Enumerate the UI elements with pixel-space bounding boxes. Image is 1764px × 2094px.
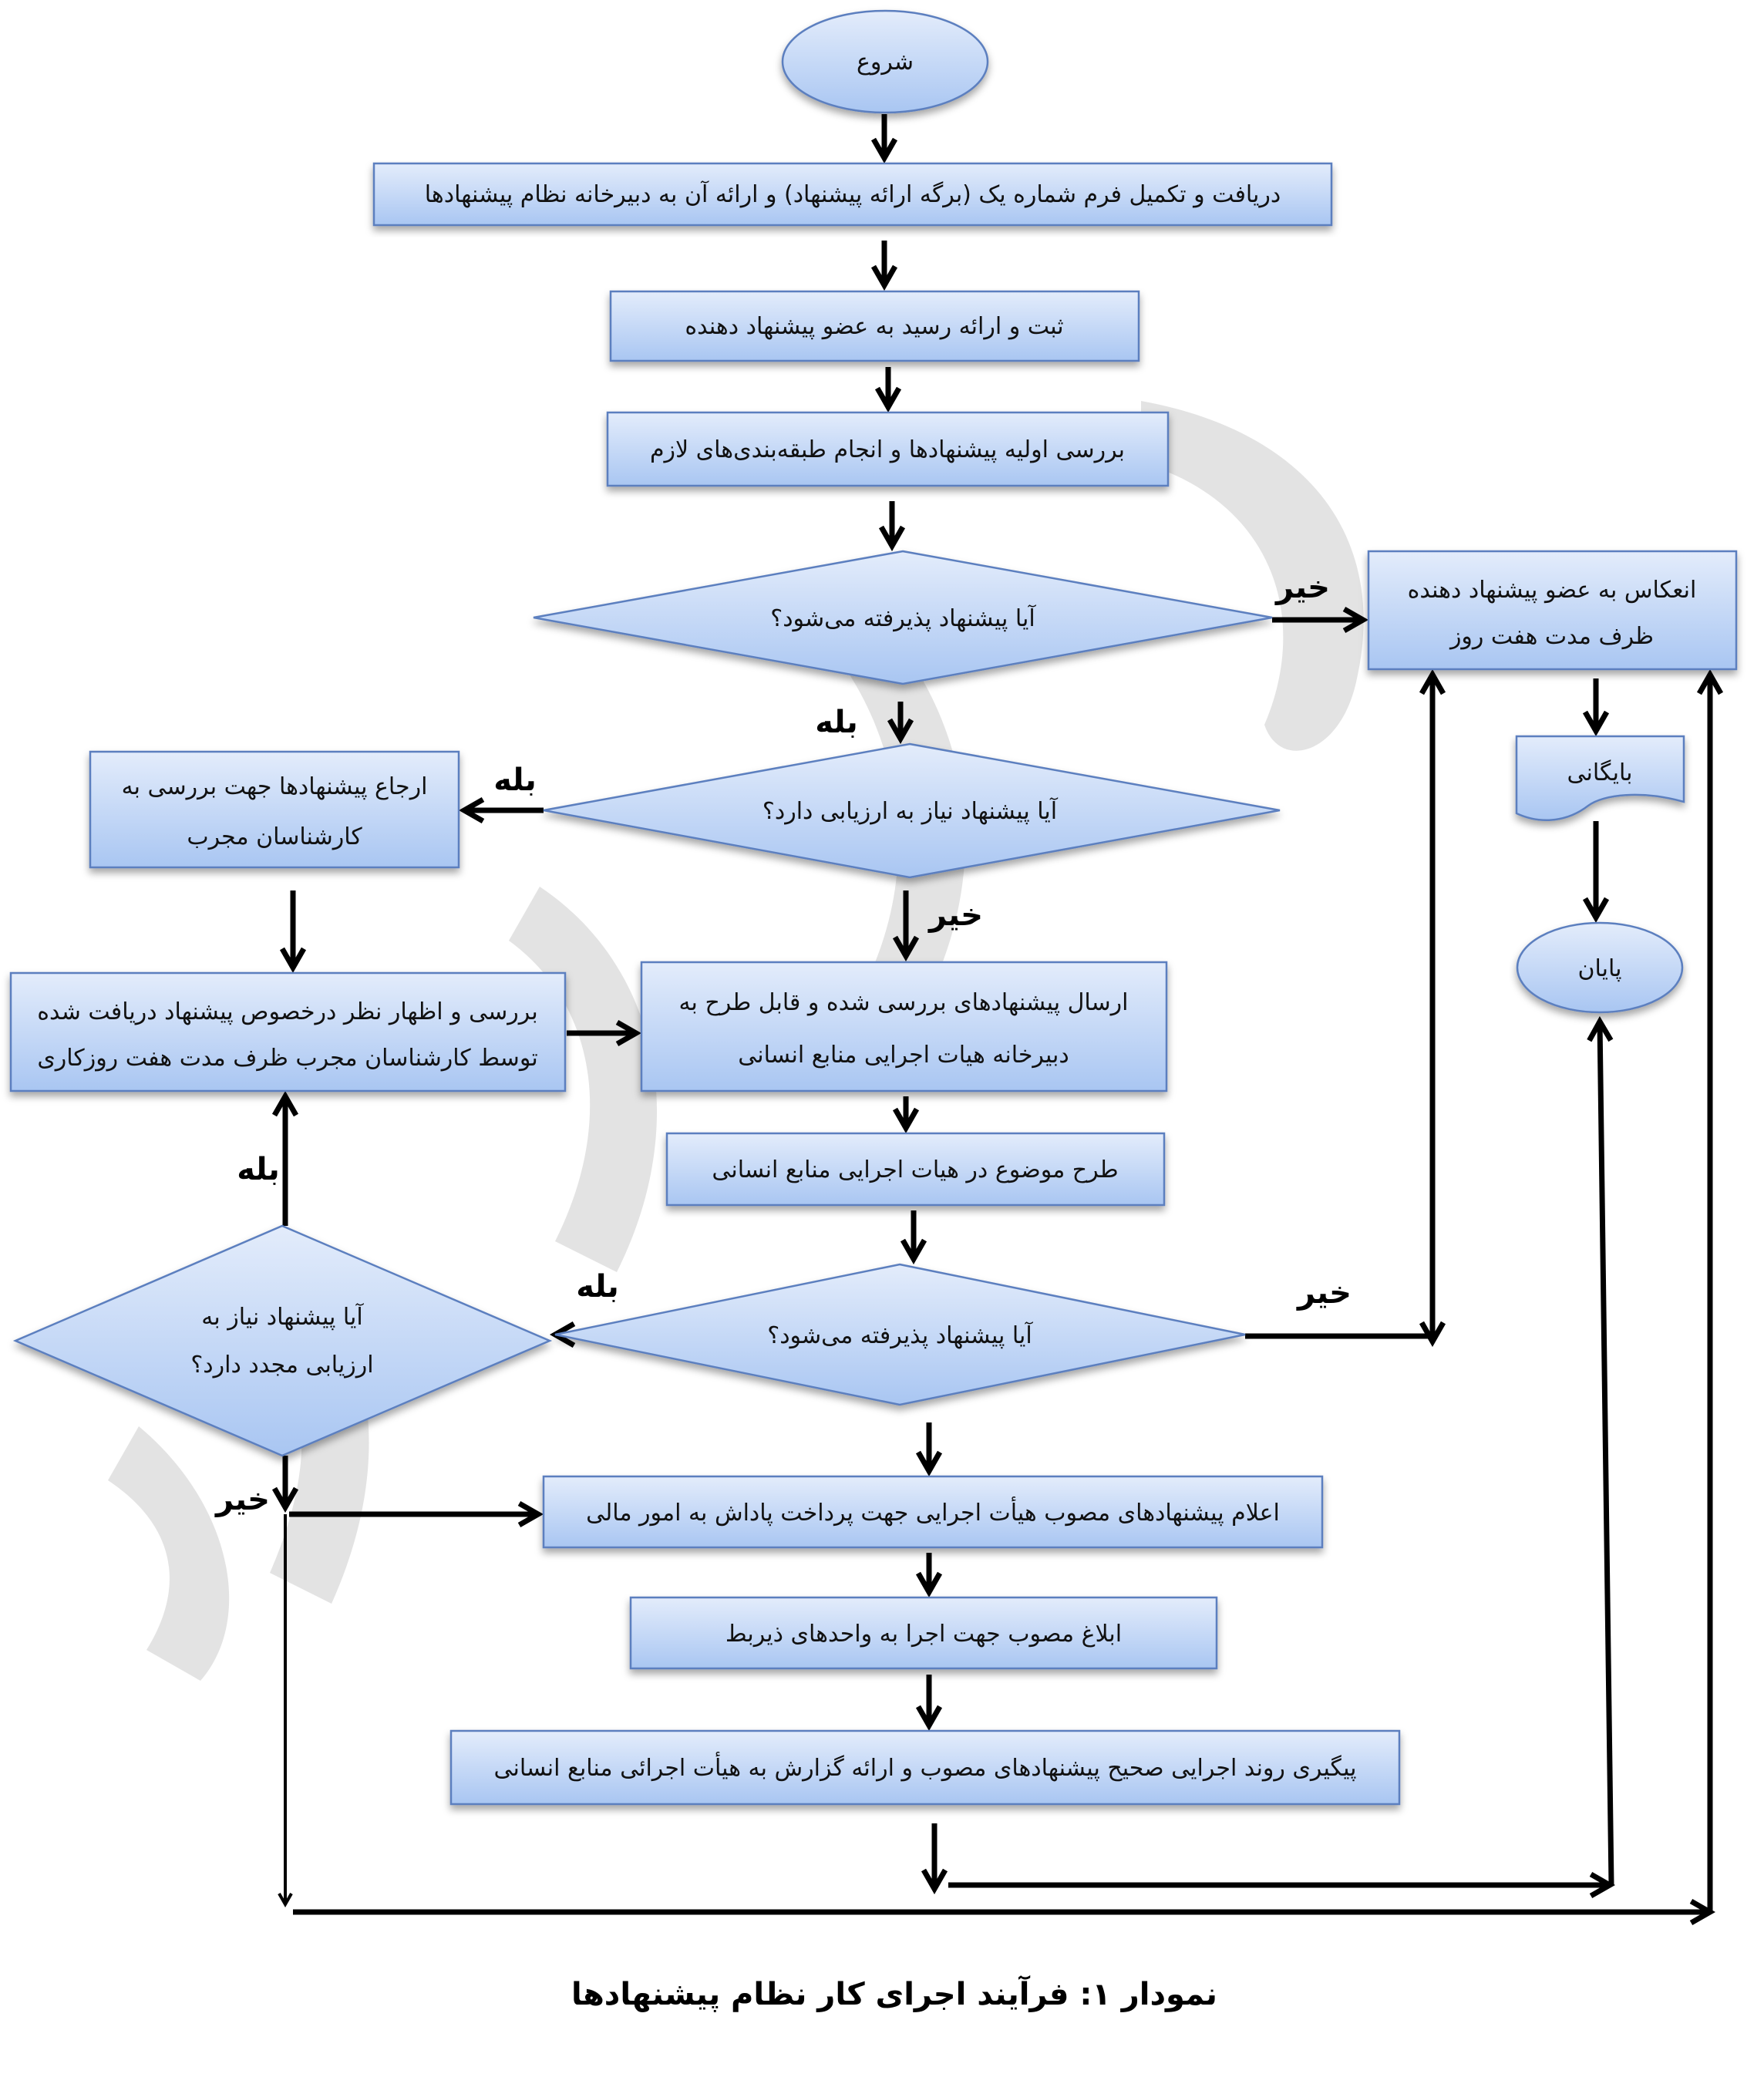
decision-reeval-line2: ارزیابی مجدد دارد؟: [190, 1352, 373, 1379]
start-label: شروع: [857, 49, 914, 76]
decision-accepted-1-label: آیا پیشنهاد پذیرفته می‌شود؟: [770, 604, 1036, 632]
label-no-decision1: خیر: [1274, 570, 1330, 605]
announce-label: اعلام پیشنهادهای مصوب هیأت اجرایی جهت پر…: [586, 1496, 1280, 1527]
edge-decision3-no: [1245, 1321, 1446, 1348]
send-line2: دبیرخانه هیات اجرایی منابع انسانی: [738, 1042, 1069, 1069]
decision-reeval: آیا پیشنهاد نیاز به ارزیابی مجدد دارد؟: [12, 1224, 553, 1457]
label-no-decision3: خیر: [1296, 1275, 1352, 1311]
follow-up-node: پیگیری روند اجرایی صحیح پیشنهادهای مصوب …: [449, 1729, 1401, 1806]
receive-form-label: دریافت و تکمیل فرم شماره یک (برگه ارائه …: [425, 180, 1281, 208]
present-topic-label: طرح موضوع در هیات اجرایی منابع انسانی: [712, 1156, 1118, 1183]
send-to-secretariat-node: ارسال پیشنهادهای بررسی شده و قابل طرح به…: [640, 961, 1168, 1092]
decision-accepted-2-label: آیا پیشنهاد پذیرفته می‌شود؟: [767, 1321, 1033, 1349]
label-yes-decision1: بله: [815, 705, 858, 740]
label-yes-reeval: بله: [237, 1152, 280, 1187]
decision-accepted-1: آیا پیشنهاد پذیرفته می‌شود؟: [533, 550, 1273, 685]
edges: [271, 114, 1724, 1926]
refer-line2: کارشناسان مجرب: [187, 823, 362, 850]
expert-review-node: بررسی و اظهار نظر درخصوص پیشنهاد دریافت …: [9, 971, 567, 1092]
start-node: شروع: [781, 9, 989, 114]
end-node: پایان: [1516, 921, 1684, 1014]
register-receipt-node: ثبت و ارائه رسید به عضو پیشنهاد دهنده: [609, 290, 1140, 362]
refer-line1: ارجاع پیشنهادها جهت بررسی به: [122, 773, 428, 800]
decision-needs-eval-label: آیا پیشنهاد نیاز به ارزیابی دارد؟: [762, 797, 1059, 825]
reflect-line1: انعکاس به عضو پیشنهاد دهنده: [1408, 577, 1697, 604]
expert-review-line1: بررسی و اظهار نظر درخصوص پیشنهاد دریافت …: [37, 998, 537, 1025]
reflect-to-member-node: انعکاس به عضو پیشنهاد دهنده ظرف مدت هفت …: [1367, 550, 1738, 671]
follow-up-label: پیگیری روند اجرایی صحیح پیشنهادهای مصوب …: [494, 1751, 1357, 1782]
decision-reeval-line1: آیا پیشنهاد نیاز به: [201, 1303, 364, 1331]
reflect-line2: ظرف مدت هفت روز: [1449, 623, 1654, 650]
archive-node: بایگانی: [1515, 735, 1685, 821]
receive-form-node: دریافت و تکمیل فرم شماره یک (برگه ارائه …: [372, 162, 1333, 227]
notify-node: ابلاغ مصوب جهت اجرا به واحدهای ذیربط: [629, 1596, 1218, 1670]
edge-up-to-end: [1587, 1015, 1614, 1886]
send-line1: ارسال پیشنهادهای بررسی شده و قابل طرح به: [678, 989, 1128, 1016]
label-no-reeval: خیر: [214, 1482, 270, 1517]
decision-accepted-2: آیا پیشنهاد پذیرفته می‌شود؟: [554, 1263, 1246, 1406]
archive-label: بایگانی: [1567, 759, 1633, 786]
label-no-decision2: خیر: [927, 897, 983, 933]
decision-needs-eval: آیا پیشنهاد نیاز به ارزیابی دارد؟: [543, 742, 1281, 879]
end-label: پایان: [1577, 955, 1621, 982]
notify-label: ابلاغ مصوب جهت اجرا به واحدهای ذیربط: [725, 1621, 1122, 1648]
announce-node: اعلام پیشنهادهای مصوب هیأت اجرایی جهت پر…: [542, 1475, 1324, 1549]
register-receipt-label: ثبت و ارائه رسید به عضو پیشنهاد دهنده: [685, 313, 1063, 340]
expert-review-line2: توسط کارشناسان مجرب ظرف مدت هفت روزکاری: [37, 1045, 537, 1072]
figure-caption: نمودار ۱: فرآیند اجرای کار نظام پیشنهاده…: [571, 1974, 1217, 2012]
initial-review-label: بررسی اولیه پیشنهادها و انجام طبقه‌بندی‌…: [650, 436, 1125, 463]
initial-review-node: بررسی اولیه پیشنهادها و انجام طبقه‌بندی‌…: [606, 411, 1170, 487]
label-yes-decision2: بله: [493, 763, 537, 798]
label-yes-decision3: بله: [576, 1269, 619, 1305]
refer-to-experts-node: ارجاع پیشنهادها جهت بررسی به کارشناسان م…: [89, 750, 460, 869]
present-topic-node: طرح موضوع در هیات اجرایی منابع انسانی: [665, 1132, 1166, 1207]
